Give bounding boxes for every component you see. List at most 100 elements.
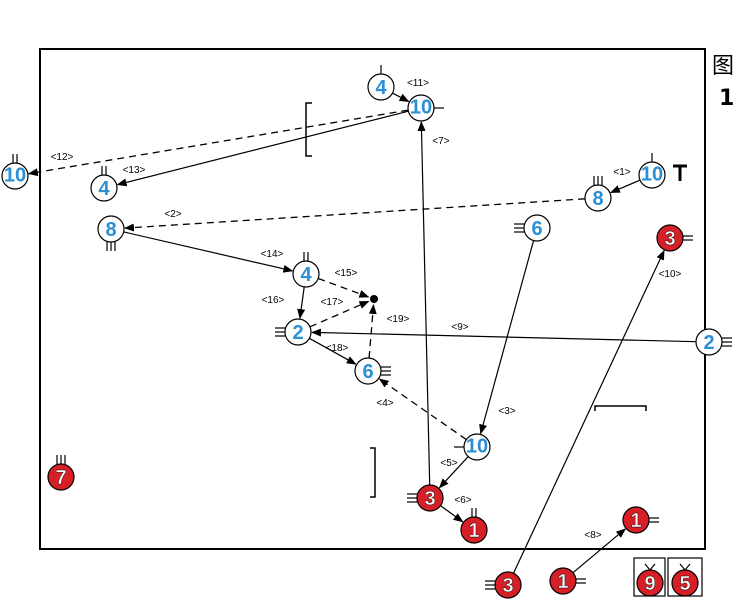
- player-number: 10: [410, 96, 432, 118]
- player-number: 1: [468, 520, 479, 542]
- player-red-9: 9: [636, 563, 664, 597]
- player-number: 8: [592, 188, 603, 210]
- arrow-19: [368, 303, 377, 359]
- arrow-7: [417, 120, 431, 486]
- player-number: 4: [300, 264, 312, 286]
- player-red-3: 3: [407, 484, 444, 512]
- arrow-2: [123, 198, 586, 232]
- arrow-8: [572, 528, 627, 574]
- player-number: 10: [4, 164, 26, 186]
- arrow-label-12: <12>: [51, 152, 74, 163]
- arrow-label-16: <16>: [262, 295, 285, 306]
- player-number: 4: [98, 178, 110, 200]
- player-white-8: 8: [97, 215, 125, 251]
- arrow-18: [309, 337, 357, 365]
- player-white-2: 2: [275, 318, 312, 346]
- player-red-3: 3: [656, 224, 693, 252]
- arrow-15: [317, 277, 370, 298]
- bracket-top-mark: [305, 102, 312, 157]
- arrow-12: [27, 109, 409, 177]
- player-white-6: 6: [354, 357, 391, 385]
- arrow-label-1: <1>: [613, 167, 630, 178]
- player-disc: [460, 516, 488, 544]
- player-disc: [284, 318, 312, 346]
- figure-number: 1: [719, 86, 735, 111]
- player-number: 3: [424, 488, 435, 510]
- player-white-10: 10: [407, 94, 444, 122]
- player-white-2: 2: [695, 328, 732, 356]
- bracket-right-mark: [594, 405, 647, 411]
- player-number: 1: [557, 571, 568, 593]
- player-disc: [463, 433, 491, 461]
- player-disc: [97, 215, 125, 243]
- bench-box-5: [667, 557, 703, 597]
- player-disc: [1, 162, 29, 190]
- player-disc: [494, 571, 522, 599]
- player-disc: [656, 224, 684, 252]
- arrow-label-6: <6>: [454, 495, 471, 506]
- arrow-label-5: <5>: [440, 458, 457, 469]
- player-disc: [695, 328, 723, 356]
- player-marker: [644, 563, 656, 571]
- figure-char: 图: [712, 54, 735, 79]
- arrow-label-10: <10>: [659, 269, 682, 280]
- player-red-5: 5: [671, 563, 699, 597]
- player-disc: [622, 506, 650, 534]
- player-disc: [90, 174, 118, 202]
- player-red-7: 7: [47, 455, 75, 491]
- player-disc: [584, 184, 612, 212]
- player-marker: [679, 563, 691, 571]
- player-disc: [47, 463, 75, 491]
- arrow-label-11: <11>: [407, 78, 429, 89]
- arrow-14: [123, 231, 294, 273]
- arrow-9: [310, 328, 697, 343]
- arrow-13: [116, 110, 409, 187]
- t-mark: [673, 164, 687, 181]
- ball-point: [370, 295, 378, 303]
- player-number: 4: [375, 77, 387, 99]
- player-disc: [416, 484, 444, 512]
- player-number: 2: [292, 322, 303, 344]
- player-white-10: 10: [454, 433, 491, 461]
- arrow-label-17: <17>: [321, 297, 344, 308]
- arrow-6: [440, 505, 464, 523]
- arrow-label-4: <4>: [376, 398, 393, 409]
- player-red-3: 3: [485, 571, 522, 599]
- arrow-label-7: <7>: [432, 136, 449, 147]
- arrow-label-19: <19>: [387, 314, 410, 325]
- player-white-4: 4: [367, 65, 395, 101]
- arrow-label-3: <3>: [498, 406, 515, 417]
- player-number: 10: [466, 435, 488, 457]
- player-disc: [367, 73, 395, 101]
- arrow-11: [392, 92, 410, 103]
- arrow-5: [438, 456, 469, 489]
- player-number: 3: [664, 228, 675, 250]
- player-red-1: 1: [549, 567, 586, 595]
- player-disc: [523, 214, 551, 242]
- player-number: 6: [362, 361, 373, 383]
- player-white-4: 4: [90, 166, 118, 202]
- arrow-label-15: <15>: [335, 268, 358, 279]
- goal-marks: [305, 102, 687, 498]
- field-border: [39, 48, 706, 550]
- arrow-label-18: <18>: [326, 343, 349, 354]
- player-white-4: 4: [292, 252, 320, 288]
- player-red-1: 1: [622, 506, 659, 534]
- bracket-bottom-mark: [370, 447, 376, 498]
- player-red-1: 1: [460, 508, 488, 544]
- arrow-4: [378, 378, 467, 441]
- player-number: 8: [105, 219, 116, 241]
- player-white-6: 6: [514, 214, 551, 242]
- player-disc: [292, 260, 320, 288]
- player-number: 3: [502, 575, 513, 597]
- player-disc: [638, 161, 666, 189]
- arrow-label-13: <13>: [123, 165, 146, 176]
- player-number: 10: [641, 163, 663, 185]
- player-white-10: 10: [638, 153, 666, 189]
- arrow-label-14: <14>: [261, 249, 284, 260]
- player-number: 2: [703, 332, 714, 354]
- arrow-17: [309, 300, 370, 328]
- player-number: 5: [679, 573, 690, 595]
- player-disc: [354, 357, 382, 385]
